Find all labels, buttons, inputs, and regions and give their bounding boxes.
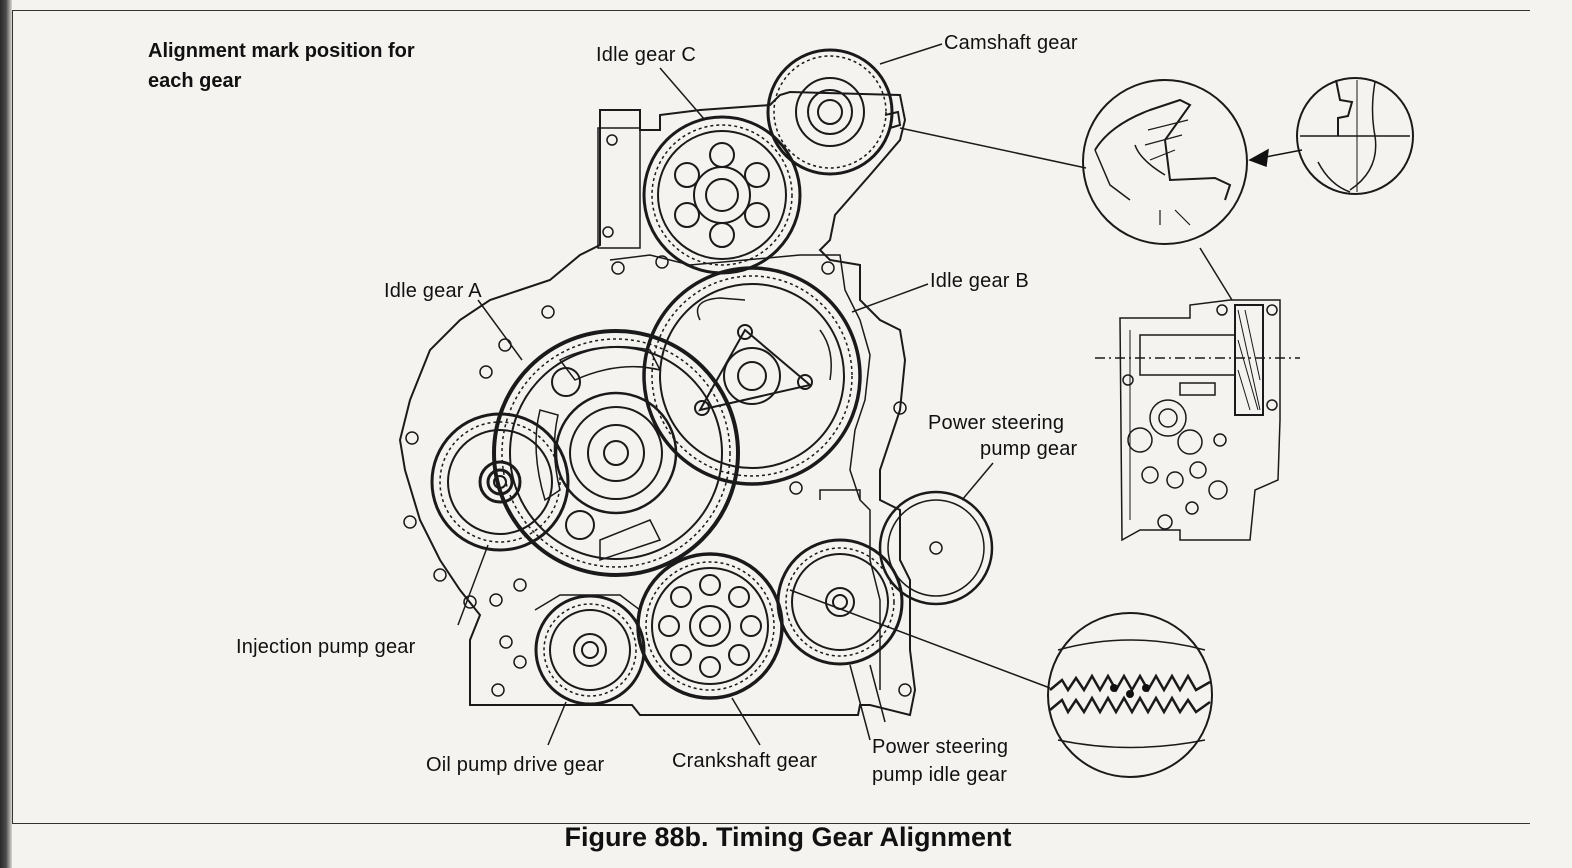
housing-top-block: [597, 127, 641, 249]
detail-circle-crank-mark: [1047, 612, 1213, 778]
idle-gear-c: [642, 115, 802, 275]
heading-line-2: each gear: [148, 70, 242, 92]
label-ps-pump-idle-gear-line1: Power steering: [872, 736, 1009, 758]
injection-pump-gear: [430, 412, 570, 552]
bolt-holes: [403, 134, 912, 697]
label-idle-gear-a: Idle gear A: [384, 280, 482, 302]
detail-circle-camshaft-tooth: [1296, 77, 1414, 195]
idle-gear-a: [492, 329, 740, 577]
housing-bracket: [819, 489, 861, 500]
oil-pump-drive-gear: [534, 594, 646, 706]
figure-caption: Figure 88b. Timing Gear Alignment: [0, 822, 1572, 853]
label-idle-gear-c: Idle gear C: [596, 44, 697, 66]
label-idle-gear-b: Idle gear B: [930, 270, 1029, 292]
engine-housing-outline: [398, 90, 917, 717]
engine-inner-outline: [609, 254, 881, 690]
power-steering-pump-gear: [878, 490, 994, 606]
crankshaft-gear: [636, 552, 784, 700]
figure-frame: [12, 10, 1530, 824]
label-power-steering-pump-gear-line1: Power steering: [928, 412, 1065, 434]
leader-lines: [457, 43, 1233, 746]
label-injection-pump-gear: Injection pump gear: [236, 636, 416, 658]
camshaft-assembly-detail: [1095, 299, 1300, 542]
figure-caption-text: Figure 88b. Timing Gear Alignment: [564, 822, 1012, 852]
label-power-steering-pump-gear-line2: pump gear: [980, 438, 1078, 460]
label-oil-pump-drive-gear: Oil pump drive gear: [426, 754, 605, 776]
crank-alignment-dots: [1110, 684, 1150, 698]
camshaft-gear: [766, 48, 902, 176]
heading-line-1: Alignment mark position for: [148, 40, 415, 62]
label-crankshaft-gear: Crankshaft gear: [672, 750, 818, 772]
detail-circle-camshaft-mark: [1082, 79, 1248, 245]
idle-gear-b: [642, 266, 862, 486]
page-left-edge-shadow: [0, 0, 12, 868]
label-camshaft-gear: Camshaft gear: [944, 32, 1078, 54]
label-ps-pump-idle-gear-line2: pump idle gear: [872, 764, 1008, 786]
power-steering-pump-idle-gear: [776, 538, 904, 666]
alignment-mark-heading: Alignment mark position for each gear: [148, 36, 508, 96]
pointer-arrowhead: [1248, 148, 1303, 168]
